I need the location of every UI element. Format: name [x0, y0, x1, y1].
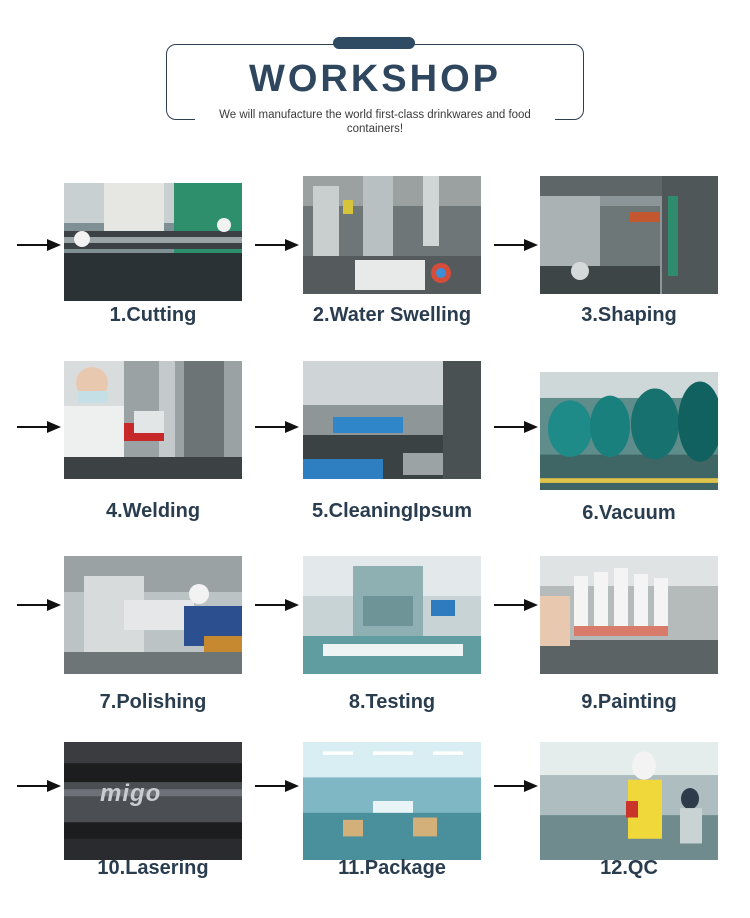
- package-photo: [303, 742, 481, 860]
- qc-photo: [540, 742, 718, 860]
- arrow-right-icon: [255, 599, 299, 611]
- header-tab-decoration: [333, 37, 415, 49]
- shaping-photo: [540, 176, 718, 294]
- arrow-right-icon: [255, 239, 299, 251]
- arrow-right-icon: [494, 239, 538, 251]
- arrow-right-icon: [494, 421, 538, 433]
- step-label: 3.Shaping: [581, 304, 677, 326]
- page-subtitle: We will manufacture the world first-clas…: [195, 108, 555, 136]
- step-label: 10.Lasering: [97, 857, 209, 879]
- step-label: 6.Vacuum: [582, 502, 676, 524]
- arrow-right-icon: [17, 421, 61, 433]
- arrow-right-icon: [494, 780, 538, 792]
- step-label: 8.Testing: [348, 691, 436, 713]
- step-label: 11.Package: [338, 857, 446, 879]
- arrow-right-icon: [17, 239, 61, 251]
- polishing-photo: [64, 556, 242, 674]
- painting-photo: [540, 556, 718, 674]
- arrow-right-icon: [255, 780, 299, 792]
- migo-logo: migo: [100, 780, 162, 807]
- arrow-right-icon: [17, 780, 61, 792]
- step-label: 1.Cutting: [109, 304, 197, 326]
- page-title: WORKSHOP: [249, 58, 501, 100]
- step-label: 7.Polishing: [99, 691, 207, 713]
- step-label: 4.Welding: [105, 500, 201, 522]
- water-swelling-photo: [303, 176, 481, 294]
- step-label: 2.Water Swelling: [312, 304, 472, 326]
- vacuum-photo: [540, 372, 718, 490]
- cutting-photo: [64, 183, 242, 301]
- step-label: 5.CleaningIpsum: [311, 500, 473, 522]
- arrow-right-icon: [494, 599, 538, 611]
- arrow-right-icon: [17, 599, 61, 611]
- cleaning-photo: [303, 361, 481, 479]
- arrow-right-icon: [255, 421, 299, 433]
- step-label: 12.QC: [600, 857, 658, 879]
- testing-photo: [303, 556, 481, 674]
- welding-photo: [64, 361, 242, 479]
- step-label: 9.Painting: [581, 691, 677, 713]
- lasering-photo: migo: [64, 742, 242, 860]
